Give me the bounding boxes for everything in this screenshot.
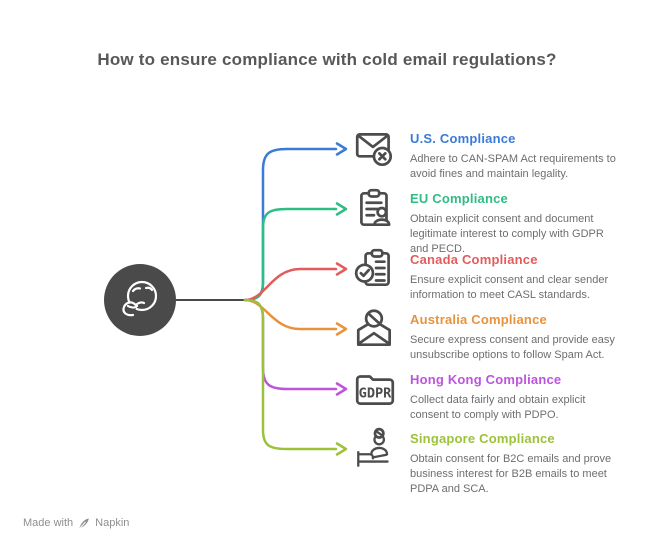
item-label: EU Compliance <box>410 191 508 206</box>
branch-hongkong <box>243 298 338 391</box>
item-description: Obtain explicit consent and document leg… <box>410 213 604 255</box>
made-with-napkin-link[interactable]: Made with Napkin <box>23 516 129 530</box>
item-eu-compliance: EU Compliance Obtain explicit consent an… <box>410 191 652 255</box>
brand-label: Napkin <box>95 517 130 529</box>
arrowhead-canada <box>335 262 348 276</box>
email-blocked-icon <box>352 126 398 172</box>
item-description: Adhere to CAN-SPAM Act requirements to a… <box>410 153 616 180</box>
item-singapore-compliance: Singapore Compliance Obtain consent for … <box>410 431 652 495</box>
gdpr-folder-icon: GDPR <box>352 366 398 412</box>
item-us-compliance: U.S. Compliance Adhere to CAN-SPAM Act r… <box>410 131 652 180</box>
item-label: Canada Compliance <box>410 252 538 267</box>
branch-us <box>243 147 338 302</box>
item-australia-compliance: Australia Compliance Secure express cons… <box>410 312 652 361</box>
branch-canada <box>243 267 338 302</box>
item-description: Ensure explicit consent and clear sender… <box>410 274 609 301</box>
envelope-prohibited-icon <box>352 306 398 352</box>
svg-text:GDPR: GDPR <box>359 385 393 401</box>
item-canada-compliance: Canada Compliance Ensure explicit consen… <box>410 252 652 301</box>
central-node <box>104 264 176 336</box>
item-label: Hong Kong Compliance <box>410 372 562 387</box>
item-label: Singapore Compliance <box>410 431 555 446</box>
item-description: Secure express consent and provide easy … <box>410 334 615 361</box>
arrowhead-eu <box>335 202 348 216</box>
checklist-clipboard-icon <box>352 246 398 292</box>
branch-singapore <box>243 298 338 451</box>
arrowhead-singapore <box>335 442 348 456</box>
item-label: U.S. Compliance <box>410 131 516 146</box>
item-description: Obtain consent for B2C emails and prove … <box>410 453 612 495</box>
person-blocked-icon <box>352 426 398 472</box>
arrowhead-us <box>335 142 348 156</box>
item-hongkong-compliance: Hong Kong Compliance Collect data fairly… <box>410 372 652 421</box>
branch-eu <box>243 207 338 302</box>
napkin-pen-icon <box>78 517 90 529</box>
thinking-face-icon <box>122 280 158 317</box>
page-title: How to ensure compliance with cold email… <box>97 50 557 69</box>
arrowhead-hongkong <box>335 382 348 396</box>
arrowhead-australia <box>335 322 348 336</box>
consent-document-person-icon <box>352 186 398 232</box>
made-with-label: Made with <box>23 517 74 529</box>
item-label: Australia Compliance <box>410 312 547 327</box>
item-description: Collect data fairly and obtain explicit … <box>410 394 586 421</box>
